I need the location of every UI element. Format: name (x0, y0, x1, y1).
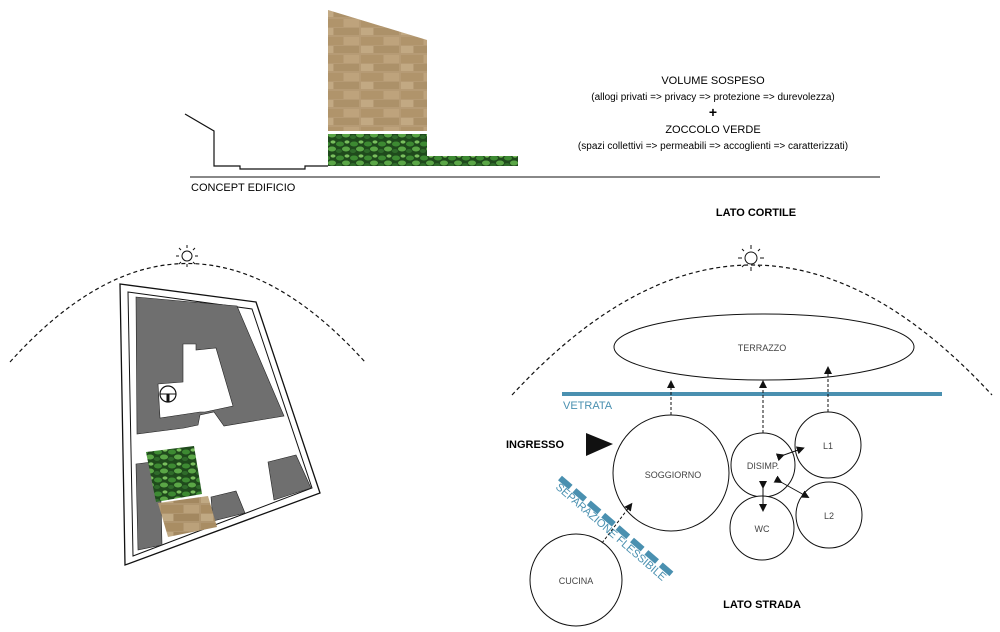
l2-bubble (795, 481, 863, 549)
concept-plus: + (709, 104, 717, 120)
site-plan (9, 245, 366, 566)
sun-path-arc-left (9, 262, 366, 363)
soggiorno-label: SOGGIORNO (645, 470, 702, 480)
sun-icon (738, 245, 764, 271)
concept-line-2: (allogi privati => privacy => protezione… (591, 92, 834, 103)
concept-line-4: (spazi collettivi => permeabili => accog… (578, 141, 848, 152)
disimpegno-label: DISIMP. (747, 461, 779, 471)
concept-section: CONCEPT EDIFICIO VOLUME SOSPESO (allogi … (184, 10, 880, 194)
arrow-cucina-soggiorno (601, 502, 633, 544)
ingresso-label: INGRESSO (506, 439, 565, 451)
concept-line-3: ZOCCOLO VERDE (665, 124, 760, 136)
cucina-bubble (529, 533, 623, 627)
lato-cortile-label: LATO CORTILE (716, 207, 796, 219)
ingresso-arrow-icon (586, 433, 613, 456)
suspended-volume (328, 10, 427, 131)
functional-scheme: LATO CORTILE LATO STRADA VETRATA TERRAZZ… (506, 207, 993, 627)
wc-label: WC (755, 524, 770, 534)
lato-strada-label: LATO STRADA (723, 599, 801, 611)
neighbour-profile (184, 113, 328, 170)
l2-label: L2 (824, 511, 834, 521)
concept-line-1: VOLUME SOSPESO (661, 75, 765, 87)
sun-path-arc-right (511, 264, 993, 396)
l1-label: L1 (823, 441, 833, 451)
arrow-disimp-l1 (775, 446, 805, 462)
sun-icon (176, 245, 198, 267)
concept-caption: CONCEPT EDIFICIO (191, 182, 296, 194)
green-base (328, 134, 427, 166)
vetrata-label: VETRATA (563, 400, 613, 412)
cucina-label: CUCINA (559, 576, 594, 586)
separazione-flessibile-line (558, 475, 677, 580)
courtyard-void (157, 343, 234, 419)
north-arrow-icon (159, 385, 177, 403)
green-area (146, 446, 202, 502)
terrazzo-label: TERRAZZO (738, 343, 787, 353)
stone-area (158, 496, 217, 537)
arrow-disimp-l2 (773, 475, 810, 498)
block-right (267, 454, 312, 501)
green-strip (427, 156, 518, 166)
